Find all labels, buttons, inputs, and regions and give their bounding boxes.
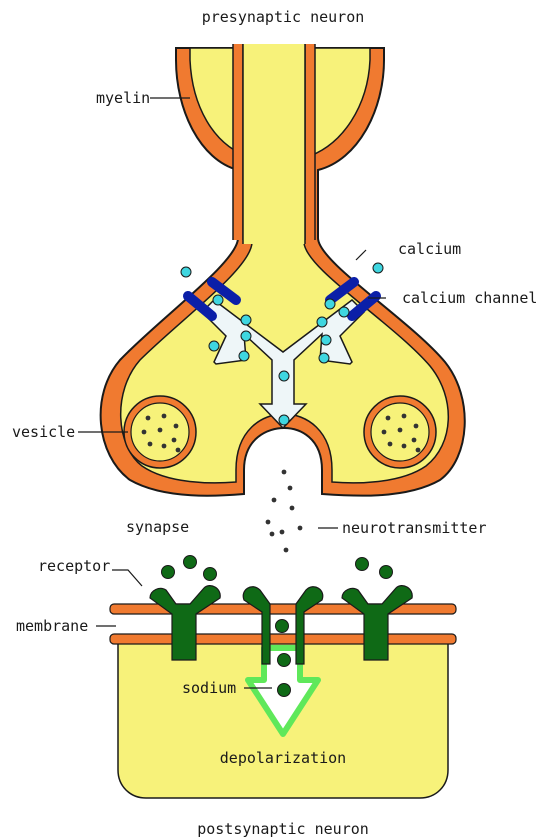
label-neurotransmitter: neurotransmitter: [342, 519, 487, 537]
neurotransmitter-dot: [388, 442, 393, 447]
neurotransmitter-dot: [298, 526, 303, 531]
neurotransmitter-dot: [148, 442, 153, 447]
calcium-ion: [241, 331, 251, 341]
neurotransmitter-dot: [290, 506, 295, 511]
label-postsynaptic-neuron: postsynaptic neuron: [197, 820, 369, 838]
neurotransmitter-ball: [162, 566, 175, 579]
calcium-ion: [325, 299, 335, 309]
calcium-ion: [319, 353, 329, 363]
label-myelin: myelin: [96, 89, 150, 107]
cleft-neurotransmitters: [266, 470, 303, 553]
neurotransmitter-dot: [284, 548, 289, 553]
calcium-ion: [317, 317, 327, 327]
neurotransmitter-dot: [172, 438, 177, 443]
calcium-ion: [279, 415, 289, 425]
neurotransmitter-dot: [412, 438, 417, 443]
neurotransmitter-ball: [278, 654, 291, 667]
neurotransmitter-ball: [278, 684, 291, 697]
neurotransmitter-dot: [142, 430, 147, 435]
calcium-ion: [239, 351, 249, 361]
label-membrane: membrane: [16, 617, 88, 635]
neurotransmitter-dot: [382, 430, 387, 435]
label-vesicle: vesicle: [12, 423, 75, 441]
neurotransmitter-ball: [204, 568, 217, 581]
calcium-ion: [373, 263, 383, 273]
neurotransmitter-ball: [356, 558, 369, 571]
label-sodium: sodium: [182, 679, 236, 697]
neurotransmitter-dot: [174, 424, 179, 429]
label-receptor: receptor: [38, 557, 110, 575]
calcium-ion: [241, 315, 251, 325]
calcium-ion: [181, 267, 191, 277]
neurotransmitter-dot: [162, 414, 167, 419]
label-presynaptic-neuron: presynaptic neuron: [202, 8, 365, 26]
presynaptic-terminal: [101, 44, 465, 496]
neurotransmitter-dot: [402, 444, 407, 449]
calcium-ion: [213, 295, 223, 305]
neurotransmitter-dot: [386, 416, 391, 421]
label-synapse: synapse: [126, 518, 189, 536]
neurotransmitter-dot: [158, 428, 163, 433]
neurotransmitter-dot: [416, 448, 421, 453]
neurotransmitter-dot: [176, 448, 181, 453]
neurotransmitter-dot: [146, 416, 151, 421]
calcium-ion: [279, 371, 289, 381]
neurotransmitter-ball: [380, 566, 393, 579]
calcium-ion: [321, 335, 331, 345]
neurotransmitter-dot: [414, 424, 419, 429]
neurotransmitter-dot: [266, 520, 271, 525]
neurotransmitter-ball: [276, 620, 289, 633]
neurotransmitter-dot: [272, 498, 277, 503]
neurotransmitter-dot: [280, 530, 285, 535]
neurotransmitter-dot: [288, 486, 293, 491]
label-calcium: calcium: [398, 240, 461, 258]
label-depolarization: depolarization: [220, 749, 346, 767]
neurotransmitter-ball: [184, 556, 197, 569]
calcium-ion: [339, 307, 349, 317]
neurotransmitter-dot: [270, 532, 275, 537]
neurotransmitter-dot: [162, 444, 167, 449]
calcium-ion: [209, 341, 219, 351]
neurotransmitter-dot: [282, 470, 287, 475]
neurotransmitter-dot: [402, 414, 407, 419]
neurotransmitter-dot: [398, 428, 403, 433]
label-calcium-channel: calcium channel: [402, 289, 537, 307]
